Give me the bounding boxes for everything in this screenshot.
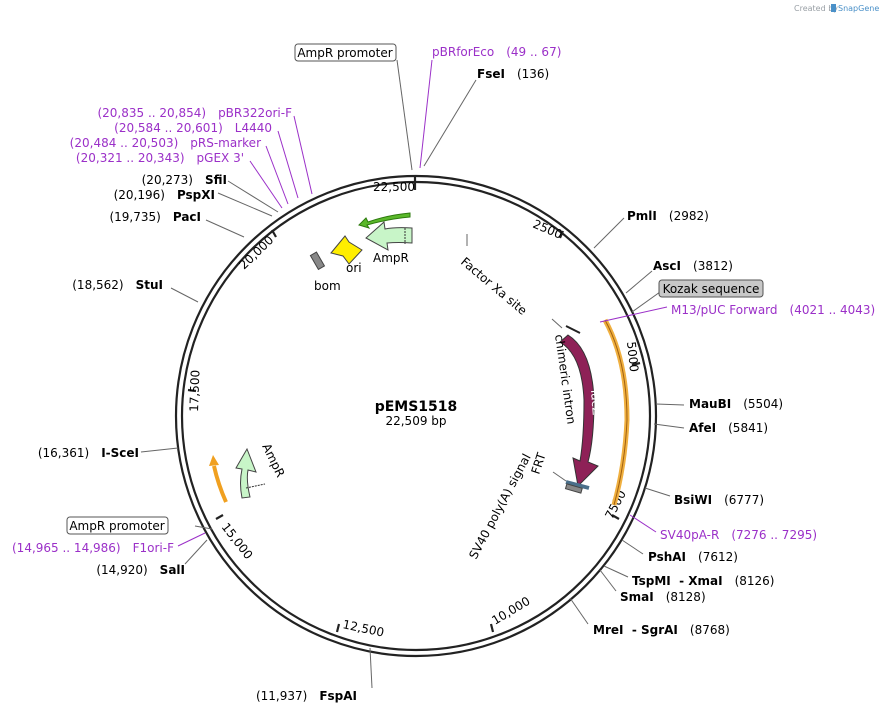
tick-label-20000: 20,000 xyxy=(236,233,276,272)
factor-xa-label: Factor Xa site xyxy=(458,255,530,318)
bom-box xyxy=(309,251,326,271)
enzyme-fsei: FseI(136) xyxy=(477,67,549,81)
enzyme-iscei: (16,361)I-SceI xyxy=(38,446,139,460)
tick-label-12500: 12,500 xyxy=(341,617,385,639)
enzyme-pshai: PshAI(7612) xyxy=(648,550,738,564)
lacz-label: lacZ xyxy=(588,389,604,415)
enzyme-paci: (19,735)PacI xyxy=(109,210,201,224)
primer-pgex3: (20,321 .. 20,343)pGEX 3' xyxy=(76,151,244,165)
enzyme-smai: SmaI(8128) xyxy=(620,590,706,604)
plasmid-name: pEMS1518 xyxy=(375,399,458,415)
orange-arrow-left xyxy=(212,465,228,503)
ampr-promoter-top-box xyxy=(294,43,397,62)
leader-lines xyxy=(140,59,685,689)
orange-arrow-left-head xyxy=(209,455,219,466)
ori-label: ori xyxy=(346,261,362,275)
tick-label-15000: 15,000 xyxy=(219,520,256,562)
tick-label-2500: 2500 xyxy=(531,217,565,242)
primer-pbrforeco: pBRforEco(49 .. 67) xyxy=(432,45,561,59)
chimeric-intron-marker xyxy=(565,325,581,334)
enzyme-tspmi-xmai: TspMI - XmaI(8126) xyxy=(632,574,774,588)
enzyme-stui: (18,562)StuI xyxy=(72,278,163,292)
enzyme-fspai: (11,937)FspAI xyxy=(256,689,357,703)
primer-pbr322ori-f: (20,835 .. 20,854)pBR322ori-F xyxy=(97,106,292,120)
tick-marks xyxy=(187,176,641,633)
ampr-top-arrow xyxy=(365,221,413,251)
frt-label: FRT xyxy=(529,450,549,476)
sv40-box xyxy=(564,483,583,494)
ori-arrow xyxy=(330,235,363,265)
tick-label-5000: 5000 xyxy=(624,341,641,373)
primer-prs-marker: (20,484 .. 20,503)pRS-marker xyxy=(70,136,261,150)
enzyme-mrei-sgrai: MreI - SgrAI(8768) xyxy=(593,623,730,637)
primer-f1ori-f: (14,965 .. 14,986)F1ori-F xyxy=(12,541,174,555)
kozak-box xyxy=(658,279,764,298)
orange-arc-right xyxy=(602,318,630,506)
snapgene-logo-text: SnapGene xyxy=(838,4,879,13)
enzyme-sfii: (20,273)SfiI xyxy=(142,173,227,187)
ampr-left-label: AmpR xyxy=(259,441,287,479)
enzyme-bsiwi: BsiWI(6777) xyxy=(674,493,764,507)
enzyme-afei: AfeI(5841) xyxy=(689,421,768,435)
ampr-top-label: AmpR xyxy=(373,251,409,265)
enzyme-pmli: PmlI(2982) xyxy=(627,209,709,223)
enzyme-asci: AscI(3812) xyxy=(653,259,733,273)
ampr-promoter-top-label: AmpR promoter xyxy=(297,46,392,60)
ampr-left-marker xyxy=(245,483,266,489)
lacz-arrow xyxy=(559,334,599,488)
tick-label-22500: 22,500 xyxy=(373,180,415,194)
kozak-label: Kozak sequence xyxy=(663,282,760,296)
plasmid-length: 22,509 bp xyxy=(385,414,446,428)
primer-sv40pa-r: SV40pA-R(7276 .. 7295) xyxy=(660,528,817,542)
enzyme-pspxi: (20,196)PspXI xyxy=(114,188,215,202)
tick-label-17500: 17,500 xyxy=(187,370,202,412)
ampr-promoter-bottom-label: AmpR promoter xyxy=(69,519,164,533)
enzyme-maubi: MauBI(5504) xyxy=(689,397,783,411)
sv40-polya-label: SV40 poly(A) signal xyxy=(466,451,533,561)
enzyme-sali: (14,920)SalI xyxy=(96,563,185,577)
primer-m13-puc-forward: M13/pUC Forward(4021 .. 4043) xyxy=(671,303,875,317)
snapgene-logo-icon xyxy=(831,4,836,12)
ampr-promoter-bottom-box xyxy=(66,516,169,535)
bom-label: bom xyxy=(314,279,341,293)
orange-arc-right-line xyxy=(604,319,628,506)
credit-text: Created by xyxy=(794,4,838,13)
ampr-promoter-arrow xyxy=(358,212,411,229)
ampr-left-arrow xyxy=(235,447,257,499)
primer-l4440: (20,584 .. 20,601)L4440 xyxy=(114,121,272,135)
frt-marker xyxy=(565,480,590,490)
